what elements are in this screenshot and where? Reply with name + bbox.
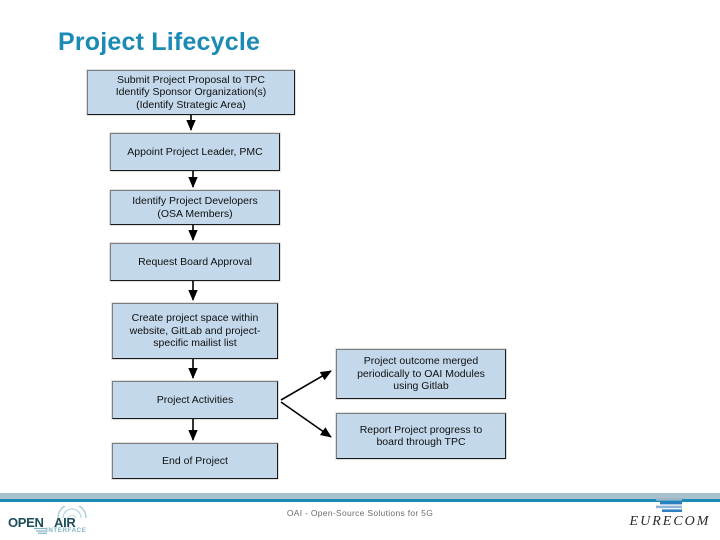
node-project-activities[interactable]: Project Activities	[112, 381, 278, 419]
page-title: Project Lifecycle	[58, 28, 261, 56]
node-end-of-project[interactable]: End of Project	[112, 443, 278, 479]
oai-word-open: OPEN	[8, 515, 44, 530]
node-report-progress[interactable]: Report Project progress to board through…	[336, 413, 506, 459]
node-submit-proposal[interactable]: Submit Project Proposal to TPC Identify …	[87, 70, 295, 115]
eurecom-wordmark: EURECOM	[629, 514, 711, 529]
node-appoint-leader[interactable]: Appoint Project Leader, PMC	[110, 133, 280, 171]
node-project-outcome-merged[interactable]: Project outcome merged periodically to O…	[336, 349, 506, 399]
flowchart: Submit Project Proposal to TPC Identify …	[87, 70, 506, 479]
footer-band	[0, 493, 720, 499]
footer-rule	[0, 499, 720, 502]
eurecom-logo: EURECOM	[624, 496, 716, 536]
node-identify-developers[interactable]: Identify Project Developers (OSA Members…	[110, 190, 280, 225]
openairinterface-logo: OPEN AIR INTERFACE	[6, 506, 102, 536]
wifi-arc-icon	[57, 506, 87, 519]
node-create-project-space[interactable]: Create project space within website, Git…	[112, 303, 278, 359]
eurecom-bars-icon	[656, 498, 682, 512]
oai-word-air: AIR	[54, 515, 76, 530]
oai-bars-icon	[34, 527, 47, 534]
flowchart-connectors	[186, 115, 332, 441]
edge-n6-n9	[280, 401, 332, 438]
oai-word-interface: INTERFACE	[46, 527, 87, 534]
edge-n6-n8	[280, 370, 332, 401]
footer-caption: OAI - Open-Source Solutions for 5G	[286, 508, 434, 518]
node-request-board-approval[interactable]: Request Board Approval	[110, 243, 280, 281]
